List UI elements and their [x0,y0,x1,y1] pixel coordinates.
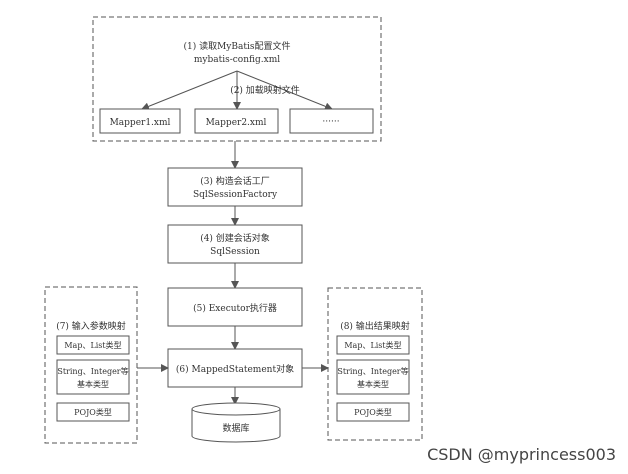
step8-item2-box [336,359,410,395]
step7-item3: POJO类型 [74,407,112,417]
step8-item1: Map、List类型 [344,340,401,350]
step4-name: SqlSession [210,247,260,257]
step7-item1: Map、List类型 [64,340,121,350]
config-group-frame [92,16,382,142]
step8-item1-box [336,335,410,355]
watermark: CSDN @myprincess003 [427,445,616,464]
database-label: 数据库 [222,422,249,434]
step8-title: (8) 输出结果映射 [340,320,410,332]
step5-label: (5) Executor执行器 [193,302,277,314]
step8-item2-line2: 基本类型 [357,379,389,389]
step7-item3-box [56,402,130,422]
mapper2-label: Mapper2.xml [206,118,267,128]
step2-label: (2) 加载映射文件 [230,84,300,96]
step1-filename: mybatis-config.xml [194,55,280,65]
step3-title: (3) 构造会话工厂 [200,175,270,187]
input-mapping-frame [44,286,138,444]
step7-title: (7) 输入参数映射 [56,320,126,332]
mapper-more-label: ······ [322,117,339,127]
arrow-to-mapper1 [141,70,238,111]
step7-item2-line2: 基本类型 [77,379,109,389]
step1-title: (1) 读取MyBatis配置文件 [183,40,290,52]
mapper1-box [99,108,181,134]
arrow-to-mapper-more [236,70,333,111]
step8-item3: POJO类型 [354,407,392,417]
step3-name: SqlSessionFactory [193,190,278,200]
step6-box [167,348,303,388]
step7-item2-line1: String、Integer等 [57,366,128,376]
step3-box [167,167,303,207]
database-cylinder [191,402,281,443]
step7-item2-box [56,359,130,395]
step4-box [167,224,303,264]
step8-item2-line1: String、Integer等 [337,366,408,376]
step7-item1-box [56,335,130,355]
mapper1-label: Mapper1.xml [110,118,171,128]
mapper-more-box [289,108,374,134]
step4-title: (4) 创建会话对象 [200,232,270,244]
step5-box [167,287,303,327]
mapper2-box [194,108,279,134]
step8-item3-box [336,402,410,422]
step6-label: (6) MappedStatement对象 [176,363,294,375]
